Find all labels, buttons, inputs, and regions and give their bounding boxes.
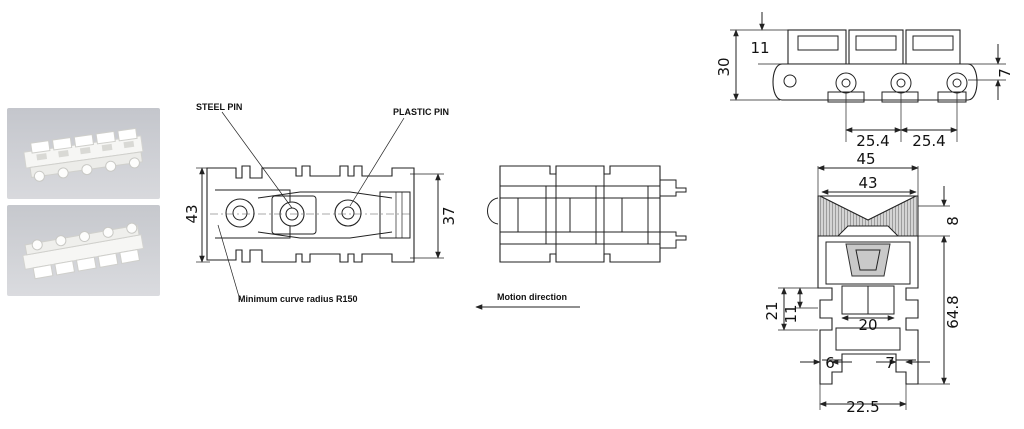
- dim-11-height: 11: [782, 304, 800, 323]
- product-photo-bottom: [7, 205, 160, 296]
- dim-43-width: 43: [858, 174, 877, 192]
- steel-pin-label: STEEL PIN: [196, 102, 242, 112]
- top-view-nose: [487, 197, 499, 225]
- plastic-pin-label: PLASTIC PIN: [393, 107, 449, 117]
- dim-11-elevation: 11: [750, 39, 769, 57]
- dim-7-elevation: 7: [996, 68, 1014, 78]
- dim-20-width: 20: [858, 316, 877, 334]
- chain-photo-image-top: [7, 108, 160, 199]
- pitch-right-dimension: 25.4: [912, 132, 945, 150]
- link-lower-edge: [257, 231, 393, 239]
- link-right-end: [379, 191, 411, 239]
- elevation-links: [772, 63, 978, 101]
- dim-6-width: 6: [825, 354, 835, 372]
- chain-side-elevation: 11 30 7 25.4 25.4: [715, 12, 1014, 150]
- min-curve-radius-label: Minimum curve radius R150: [238, 294, 358, 304]
- link-upper-edge: [257, 191, 393, 199]
- link-middle: [271, 195, 317, 235]
- top-view-outline: [499, 165, 661, 263]
- dim-45-width: 45: [856, 150, 875, 168]
- dim-7-width: 7: [885, 354, 895, 372]
- min-curve-leader: [217, 224, 241, 301]
- product-photo-top: [7, 108, 160, 199]
- section-v-groove: [819, 195, 917, 221]
- side-height-dimension: 43: [183, 204, 201, 223]
- plastic-pin-leader: [349, 117, 405, 207]
- pitch-left-dimension: 25.4: [856, 132, 889, 150]
- side-view: 43 37 STEEL PIN PLASTIC PIN Minimum curv…: [183, 102, 458, 304]
- steel-pin-leader: [221, 111, 293, 209]
- side-inner-dimension: 37: [440, 206, 458, 225]
- dim-21-height: 21: [763, 301, 781, 320]
- dim-30-elevation: 30: [715, 57, 733, 76]
- cross-section-view: 45 43 8 21 11 20 64.8 6 7 22.5: [763, 150, 962, 416]
- plastic-pin-boss: [334, 199, 362, 227]
- dim-64-8-height: 64.8: [944, 295, 962, 328]
- pin-boss-left: [225, 198, 255, 228]
- dim-22-5-width: 22.5: [846, 398, 879, 416]
- chain-photo-image-bottom: [7, 205, 160, 296]
- dim-8-height: 8: [944, 216, 962, 226]
- top-view: Motion direction: [475, 165, 687, 310]
- motion-direction-label: Motion direction: [497, 292, 567, 302]
